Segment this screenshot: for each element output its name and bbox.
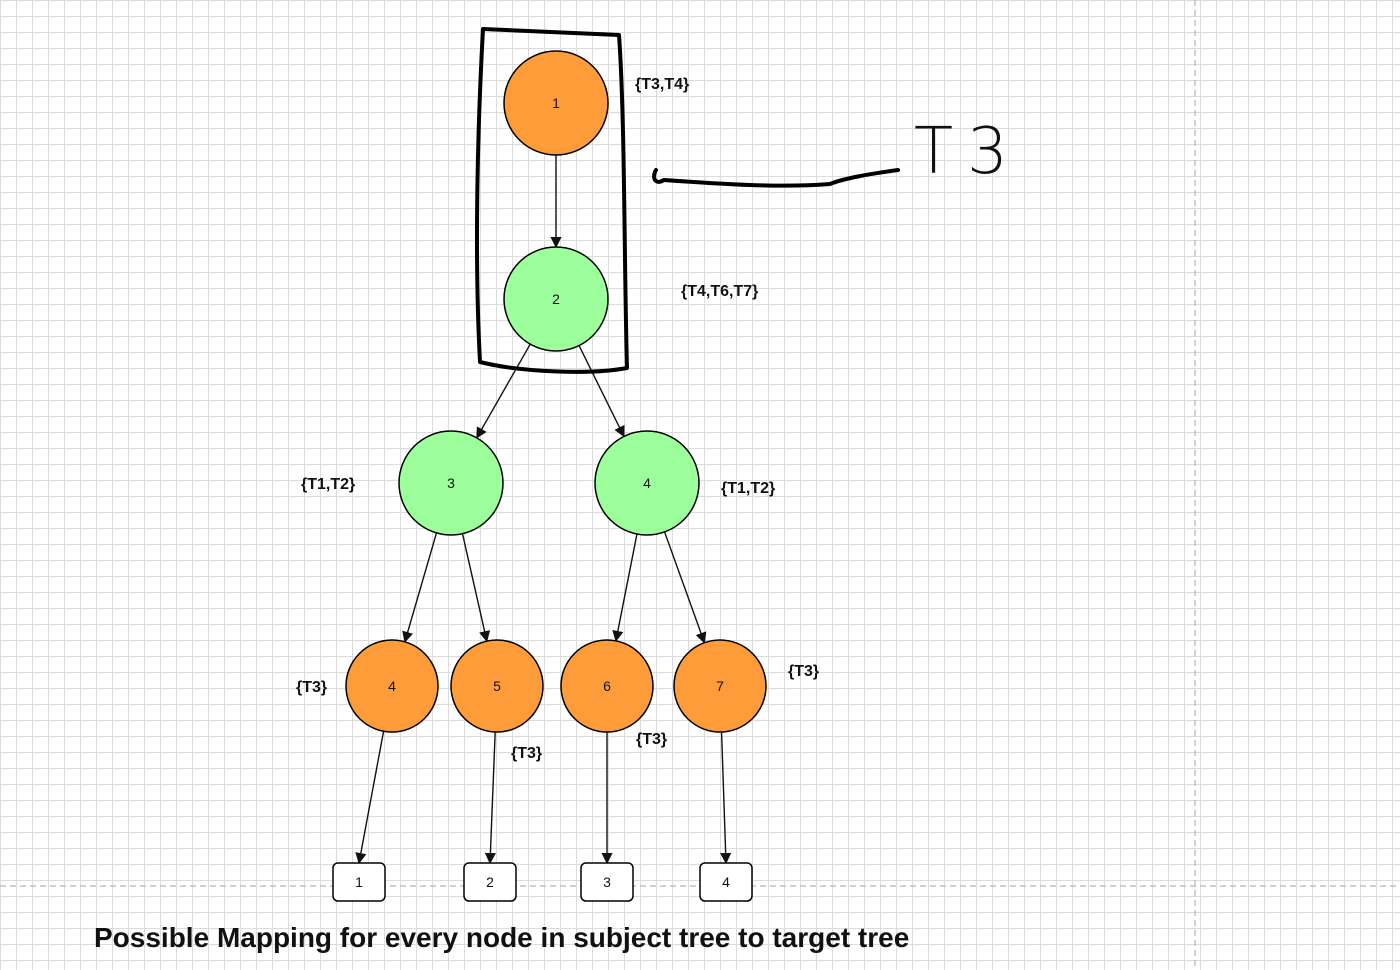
tree-node[interactable]: 4 [345, 639, 439, 733]
tree-edge [476, 343, 531, 439]
target-leaf[interactable]: 2 [463, 862, 517, 902]
annotation-arrow [652, 168, 900, 188]
tree-edge [720, 731, 732, 865]
tree-edge [663, 531, 707, 644]
leaf-label: 1 [355, 874, 363, 890]
node-label: 5 [493, 678, 501, 694]
node-label: 7 [716, 678, 724, 694]
leaf-box [463, 862, 517, 902]
leaf-box [699, 862, 753, 902]
tree-edge [461, 533, 491, 643]
tree-node[interactable]: 5 [450, 639, 544, 733]
node-label: 4 [388, 678, 396, 694]
node-label: 1 [552, 95, 560, 111]
tree-node[interactable]: 3 [398, 430, 504, 536]
mapping-set-label: {T3,T4} [635, 76, 689, 93]
node-circle [345, 639, 439, 733]
mapping-set-label: {T3} [296, 679, 327, 696]
target-leaf[interactable]: 1 [332, 862, 386, 902]
annotation-label: T3 [914, 115, 1022, 189]
leaf-box [332, 862, 386, 902]
node-label: 6 [603, 678, 611, 694]
tree-node[interactable]: 4 [594, 430, 700, 536]
diagram-caption: Possible Mapping for every node in subje… [94, 922, 910, 953]
tree-node[interactable]: 7 [673, 639, 767, 733]
edges-layer [355, 155, 732, 865]
target-leaf[interactable]: 3 [580, 862, 634, 902]
tree-node[interactable]: 2 [503, 246, 609, 352]
highlight-box [474, 27, 629, 374]
tree-edge [578, 345, 625, 438]
tree-edge [484, 731, 496, 865]
node-label: 2 [552, 291, 560, 307]
node-circle [503, 246, 609, 352]
leaf-label: 2 [486, 874, 494, 890]
node-circle [503, 50, 609, 156]
mapping-set-label: {T1,T2} [721, 480, 775, 497]
tree-node[interactable]: 6 [560, 639, 654, 733]
tree-node[interactable]: 1 [503, 50, 609, 156]
node-label: 4 [643, 475, 651, 491]
mapping-set-label: {T3} [788, 663, 819, 680]
leaf-label: 3 [603, 874, 611, 890]
target-leaf[interactable]: 4 [699, 862, 753, 902]
node-circle [398, 430, 504, 536]
node-circle [673, 639, 767, 733]
tree-edge [402, 532, 438, 643]
leaf-box [580, 862, 634, 902]
node-circle [560, 639, 654, 733]
mapping-set-label: {T3} [636, 731, 667, 748]
mapping-set-label: {T1,T2} [301, 476, 355, 493]
node-label: 3 [447, 475, 455, 491]
node-circle [594, 430, 700, 536]
node-circle [450, 639, 544, 733]
leaf-label: 4 [722, 874, 730, 890]
tree-edge [612, 533, 638, 642]
mapping-set-label: {T3} [511, 745, 542, 762]
tree-edge [355, 731, 385, 865]
mapping-set-label: {T4,T6,T7} [681, 283, 758, 300]
